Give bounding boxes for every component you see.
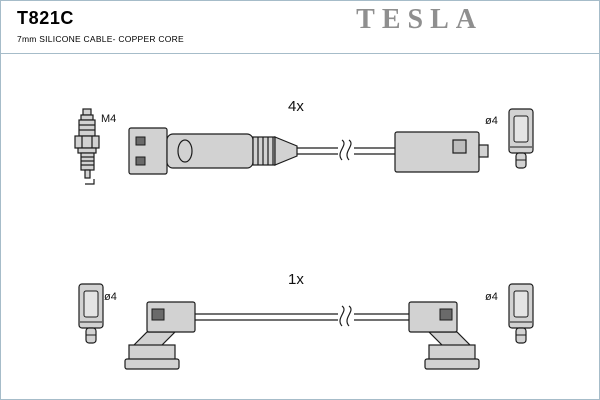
terminal-icon-bottom-left bbox=[78, 283, 104, 344]
diagram-canvas: M4 4x ø4 bbox=[74, 98, 534, 370]
cable-spec-subtitle: 7mm SILICONE CABLE- COPPER CORE bbox=[17, 34, 184, 44]
spark-plug-boot-right bbox=[408, 301, 480, 370]
spark-plug-boot-left bbox=[124, 301, 196, 370]
top-diameter-label: ø4 bbox=[485, 115, 498, 127]
ignition-cable-top bbox=[128, 127, 489, 175]
cable-break-icon bbox=[339, 139, 345, 161]
bottom-diameter-label-left: ø4 bbox=[104, 291, 117, 303]
bottom-diameter-label-right: ø4 bbox=[485, 291, 498, 303]
ignition-cable-bottom bbox=[124, 301, 480, 370]
cable-break-icon bbox=[339, 305, 345, 327]
terminal-icon-top-right bbox=[508, 108, 534, 169]
page-header: T821C 7mm SILICONE CABLE- COPPER CORE TE… bbox=[1, 1, 599, 54]
terminal-icon-bottom-right bbox=[508, 283, 534, 344]
plug-thread-label: M4 bbox=[101, 113, 116, 125]
tesla-logo: TESLA bbox=[356, 4, 483, 35]
spark-plug-icon bbox=[74, 108, 100, 185]
top-quantity-label: 4x bbox=[288, 98, 304, 115]
bottom-quantity-label: 1x bbox=[288, 271, 304, 288]
part-number: T821C bbox=[17, 8, 75, 28]
